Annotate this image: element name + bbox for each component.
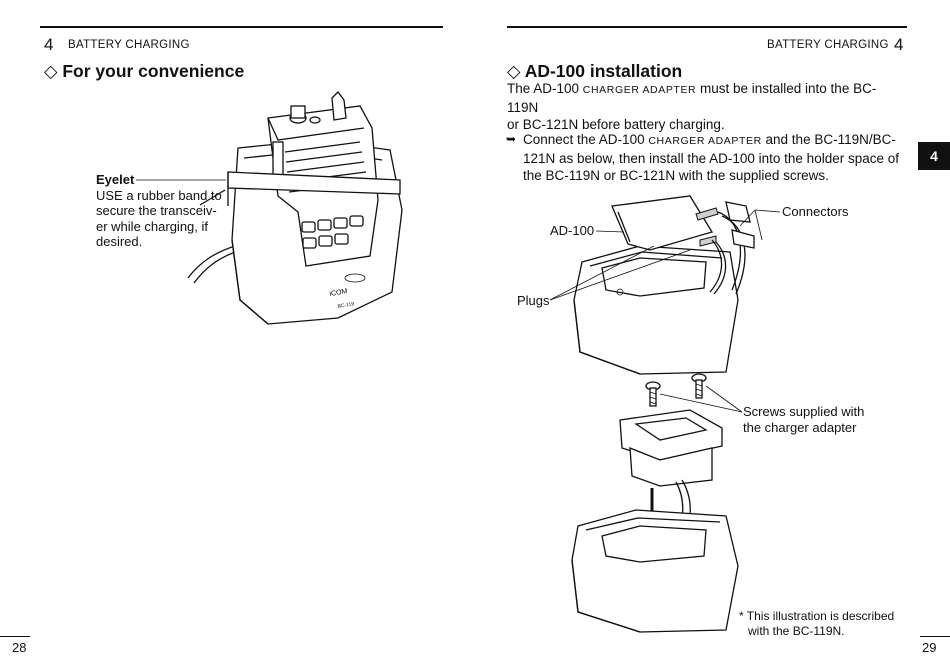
note-line-1: * This illustration is described (739, 609, 895, 623)
left-chapter-number: 4 (44, 35, 54, 54)
step-line-2: 121N as below, then install the AD-100 i… (523, 151, 899, 166)
left-chapter-title: BATTERY CHARGING (68, 39, 190, 51)
eyelet-callout: Eyelet USE a rubber band to secure the t… (96, 172, 236, 250)
step-text-b: and the BC-119N/BC- (761, 132, 896, 147)
left-section-heading: ◇ For your convenience (44, 61, 244, 82)
intro-text-a: The AD-100 (507, 81, 583, 96)
eyelet-line-4: desired. (96, 234, 143, 249)
illustration-note: * This illustration is described with th… (739, 609, 894, 639)
left-header-rule (40, 26, 443, 28)
charger-model-label: BC-119 (337, 301, 355, 310)
note-line-2: with the BC-119N. (748, 624, 845, 638)
eyelet-line-1: USE a rubber band to (96, 187, 222, 203)
step-paragraph: Connect the AD-100 charger adapter and t… (523, 131, 908, 184)
left-heading-text: For your convenience (62, 61, 245, 81)
intro-text-b: must be installed into the BC-119N (507, 81, 877, 115)
step-bullet: ➥ (506, 132, 517, 146)
ad100-label: AD-100 (550, 223, 595, 238)
right-footer-rule (920, 636, 950, 637)
intro-paragraph: The AD-100 charger adapter must be insta… (507, 80, 907, 133)
eyelet-line-2: secure the transceiv- (96, 203, 217, 218)
screws-label: Screws supplied with the charger adapter (743, 404, 864, 435)
right-header-rule (507, 26, 907, 28)
plugs-label: Plugs (517, 293, 550, 308)
connectors-label: Connectors (782, 204, 849, 219)
step-text-a: Connect the AD-100 (523, 132, 649, 147)
charger-brand-label: iCOM (329, 288, 348, 298)
chapter-side-tab: 4 (918, 142, 950, 170)
screws-label-line-1: Screws supplied with (743, 404, 865, 419)
intro-smallcaps: charger adapter (582, 84, 697, 96)
left-page-number: 28 (12, 640, 27, 655)
intro-line-2: or BC-121N before battery charging. (507, 117, 725, 132)
step-line-3: the BC-119N or BC-121N with the supplied… (523, 168, 829, 183)
right-page-number: 29 (922, 640, 937, 655)
right-section-heading: ◇ AD-100 installation (507, 61, 682, 82)
intro-line-1: The AD-100 charger adapter must be insta… (507, 80, 907, 116)
right-chapter-title: BATTERY CHARGING (767, 39, 889, 51)
right-heading-text: AD-100 installation (524, 61, 683, 81)
step-smallcaps: charger adapter (648, 135, 762, 147)
diamond-icon: ◇ (507, 61, 521, 81)
eyelet-title: Eyelet (96, 172, 135, 187)
screw-right-icon (691, 373, 707, 399)
screw-left-icon (645, 381, 661, 407)
right-chapter-number: 4 (894, 35, 904, 54)
step-line-1: Connect the AD-100 charger adapter and t… (523, 131, 908, 150)
left-footer-rule (0, 636, 30, 637)
eyelet-line-3: er while charging, if (96, 218, 208, 234)
diamond-icon: ◇ (44, 61, 58, 81)
screws-label-line-2: the charger adapter (743, 419, 857, 435)
